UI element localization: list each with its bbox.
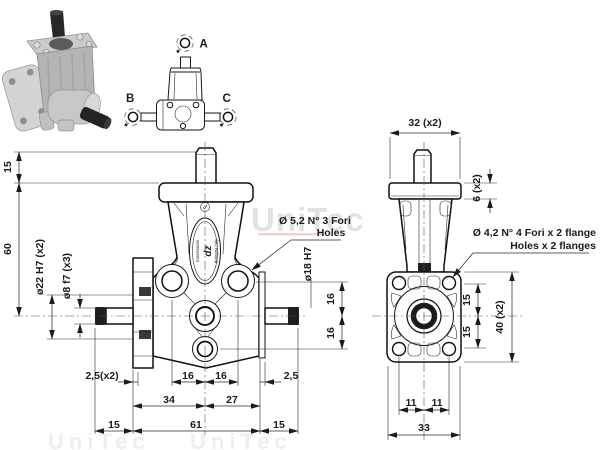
dim-center-to-right: 27	[226, 394, 238, 406]
axis-label-c: C	[223, 93, 231, 105]
schematic-left-shaft	[140, 112, 157, 122]
logo-line2: Bologna Italy	[214, 238, 219, 263]
dim-hole-upper: 15	[461, 294, 473, 306]
front-body	[152, 201, 260, 369]
side-body	[398, 198, 453, 273]
axis-marker-a	[176, 34, 194, 53]
front-input-shaft	[195, 147, 217, 184]
dim-hole-left: 16	[182, 370, 194, 382]
logo-brand: dz	[203, 245, 214, 256]
dimensions-front: 15 60 ø22 H7 (x2) ø8 f7 (x3) Ø 5,2 N° 3 …	[2, 151, 351, 434]
front-top-flange	[158, 182, 254, 203]
schematic-right-shaft	[204, 112, 221, 122]
side-corner-hole-bl	[391, 341, 407, 357]
side-corner-hole-tl	[391, 275, 407, 291]
axis-label-b: B	[126, 93, 134, 105]
watermark-text-bottom: UniTec	[48, 429, 150, 450]
dim-shaft-protrusion: 15	[2, 161, 14, 173]
photo-foot-2	[57, 119, 75, 132]
photo-shaft-cap	[50, 9, 63, 16]
watermark-text-bottom-2: UniTec	[190, 429, 292, 450]
watermark-text: UniTec	[251, 201, 365, 238]
axis-label-a: A	[200, 39, 208, 51]
dim-lip-right: 2,5	[284, 370, 299, 382]
dim-body-height: 60	[2, 243, 14, 255]
side-input-shaft	[413, 149, 432, 184]
watermark-accent	[258, 233, 322, 236]
schematic-body	[167, 67, 203, 101]
dim-cap-thickness: 6 (x2)	[471, 174, 483, 201]
label-shaft-dia: ø8 f7 (x3)	[61, 253, 73, 299]
dim-lip-left: 2,5(x2)	[85, 370, 118, 382]
dim-flange-height: 40 (x2)	[494, 300, 506, 333]
photo-output-shaft	[79, 107, 112, 130]
dim-hole-col-right: 11	[431, 397, 442, 409]
label-center-bore: ø18 H7	[302, 247, 314, 282]
front-left-flange-plate	[132, 257, 154, 369]
dim-hole-col-left: 11	[405, 397, 416, 409]
dim-shaft-right: 15	[273, 419, 285, 431]
side-corner-hole-br	[441, 341, 457, 357]
axis-marker-c	[219, 108, 237, 127]
dim-flange-width: 33	[418, 422, 430, 434]
watermark: UniTec UniTec UniTec	[48, 201, 365, 450]
side-corner-hole-tr	[441, 275, 457, 291]
dim-right-upper: 16	[325, 293, 337, 305]
dim-hole-lower: 15	[461, 326, 473, 338]
dim-right-lower: 16	[325, 327, 337, 339]
axis-marker-b	[124, 108, 142, 127]
dim-hole-right: 16	[215, 370, 227, 382]
label-side-bore: ø22 H7 (x2)	[34, 239, 46, 295]
side-top-cap	[388, 182, 462, 200]
note-side-holes-it: Ø 4,2 N° 4 Fori x 2 flange	[473, 227, 596, 239]
photo-flange-opening	[49, 38, 73, 50]
logo-line1: trasmissioni	[195, 240, 200, 262]
product-photo	[1, 9, 112, 132]
note-front-holes-en: Holes	[317, 227, 346, 239]
centerlines	[14, 142, 522, 440]
dimensions-side: 32 (x2) 6 (x2) Ø 4,2 N° 4 Fori x 2 flang…	[387, 117, 596, 440]
front-view: trasmissioni dz Bologna Italy	[95, 147, 299, 369]
dim-shaft-left: 15	[108, 419, 120, 431]
dim-body-width: 61	[190, 419, 202, 431]
front-right-flange-lip	[258, 271, 266, 359]
schematic-top-shaft	[180, 56, 191, 69]
note-side-holes-en: Holes x 2 flanges	[510, 240, 596, 252]
dim-cap-width: 32 (x2)	[408, 117, 441, 129]
note-front-holes-it: Ø 5,2 N° 3 Fori	[279, 215, 351, 227]
orientation-schematic: A B C	[124, 34, 237, 131]
dim-left-to-center: 34	[163, 394, 175, 406]
photo-top-shaft	[50, 11, 65, 39]
